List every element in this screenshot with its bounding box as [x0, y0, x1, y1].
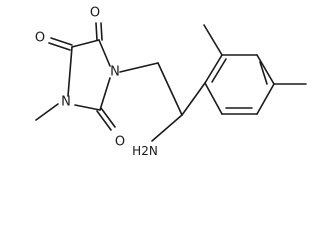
bond-ar2-methyl [203, 24, 223, 56]
bond-ch2-ch [157, 62, 183, 116]
bond-c5-n1 [98, 39, 111, 67]
bond-n3-methyl [35, 103, 59, 121]
molecule-structure: O O N N O H2N [35, 6, 307, 158]
bond-ar4-ar5 [256, 83, 275, 115]
bond-c2-n3 [74, 104, 101, 111]
atom-nitrogen-right: N [110, 65, 120, 80]
atom-oxygen-top: O [90, 6, 100, 21]
atom-nitrogen-left: N [61, 95, 71, 110]
atom-amine: H2N [132, 144, 158, 158]
atom-oxygen-bottom: O [115, 135, 125, 150]
bond-c5-o-double-a [95, 22, 98, 41]
bond-n3-c4 [67, 46, 73, 97]
bond-ch-aryl [181, 82, 206, 116]
bond-ar6-ar1 [204, 82, 223, 115]
bond-c4-c5 [71, 39, 100, 48]
bond-ar1-ar2 [204, 54, 223, 84]
bond-c5-o-double-b [100, 22, 103, 41]
bond-c4-o-double-a [50, 37, 73, 46]
bond-c2-o-double-b [96, 110, 112, 131]
bond-c2-o-double-a [100, 107, 116, 128]
bond-n1-c2 [99, 77, 111, 111]
bond-aromatic-inner-1 [211, 58, 227, 83]
bond-c4-o-double-b [48, 42, 71, 51]
bond-aromatic-inner-2 [259, 61, 268, 85]
bond-n1-ch2 [119, 62, 159, 73]
atom-oxygen-left: O [35, 31, 45, 46]
bond-ar3-ar4 [256, 54, 275, 85]
bond-ch-nh2 [151, 114, 183, 142]
